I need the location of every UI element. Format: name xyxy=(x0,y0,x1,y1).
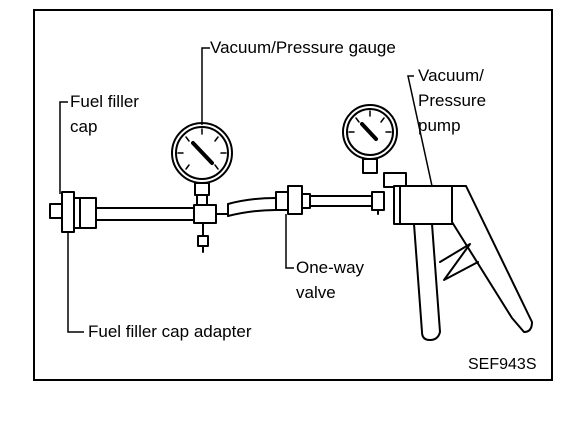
label-pump-line1: Vacuum/ xyxy=(418,66,484,85)
label-pump-line2: Pressure xyxy=(418,91,487,110)
figure-code: SEF943S xyxy=(468,356,537,373)
label-vacuum-pressure-gauge: Vacuum/Pressure gauge xyxy=(210,38,396,57)
pump-gauge xyxy=(342,104,398,174)
label-fuel-cap-line2: cap xyxy=(70,117,98,136)
hose-cap-to-gauge xyxy=(95,207,197,221)
hose-valve-to-pump xyxy=(309,191,385,215)
fuel-filler-cap xyxy=(49,191,97,233)
label-one-way-line2: valve xyxy=(296,283,336,302)
label-cap-adapter: Fuel filler cap adapter xyxy=(88,322,252,341)
label-one-way-line1: One-way xyxy=(296,258,365,277)
label-fuel-cap-line1: Fuel filler xyxy=(70,92,139,111)
vacuum-pressure-gauge xyxy=(171,122,233,253)
one-way-valve xyxy=(275,185,311,215)
hose-gauge-to-valve xyxy=(227,197,277,217)
leader-lines xyxy=(59,47,433,333)
diagram-border xyxy=(33,9,553,381)
label-pump-line3: pump xyxy=(418,116,461,135)
vacuum-pressure-pump xyxy=(383,172,533,341)
